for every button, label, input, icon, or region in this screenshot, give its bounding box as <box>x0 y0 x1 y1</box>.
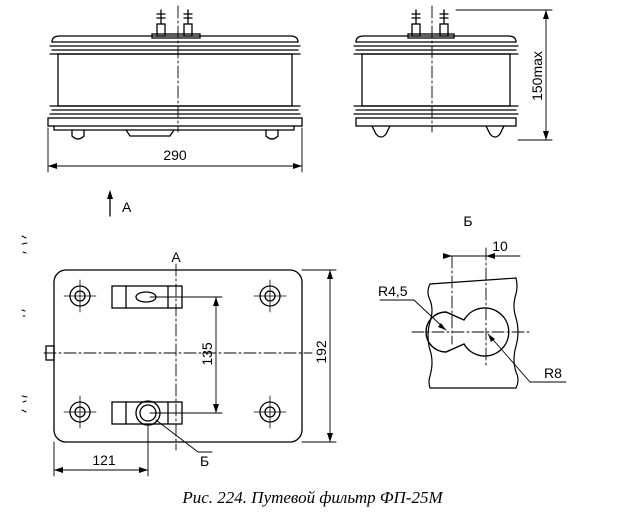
dim-121-label: 121 <box>92 452 116 468</box>
side-view <box>353 5 519 138</box>
view-arrow-a: А <box>107 190 132 217</box>
margin-marks <box>21 235 28 413</box>
dim-r4-5-label: R4,5 <box>378 283 408 299</box>
dim-135-label: 135 <box>199 342 215 366</box>
corner-holes <box>63 279 287 429</box>
figure-caption: Рис. 224. Путевой фильтр ФП-25М <box>182 488 443 507</box>
front-view <box>47 5 303 140</box>
dim-150max-label: 150max <box>529 51 545 101</box>
front-terminals <box>151 9 201 39</box>
dim-135: 135 <box>149 296 223 414</box>
mounting-brackets <box>111 285 183 426</box>
dim-290: 290 <box>47 127 303 173</box>
dim-r8-label: R8 <box>544 365 562 381</box>
dim-150max: 150max <box>455 9 553 141</box>
detail-title: Б <box>463 213 472 229</box>
dim-192: 192 <box>301 269 337 443</box>
dim-r8: R8 <box>487 333 567 383</box>
dim-10: 10 <box>443 238 521 259</box>
detail-marker-label: Б <box>200 453 209 469</box>
detail-view: Б 10 R4,5 R8 <box>378 213 567 389</box>
dim-290-label: 290 <box>163 147 187 163</box>
dim-r4-5: R4,5 <box>378 283 447 331</box>
view-arrow-label: А <box>122 199 132 215</box>
detail-leader: Б <box>155 419 213 469</box>
dim-10-label: 10 <box>492 238 508 254</box>
side-terminals <box>407 9 455 39</box>
dim-192-label: 192 <box>313 340 329 364</box>
plan-title: А <box>171 249 181 265</box>
plan-view: А <box>43 249 337 477</box>
dim-121: 121 <box>53 424 149 477</box>
